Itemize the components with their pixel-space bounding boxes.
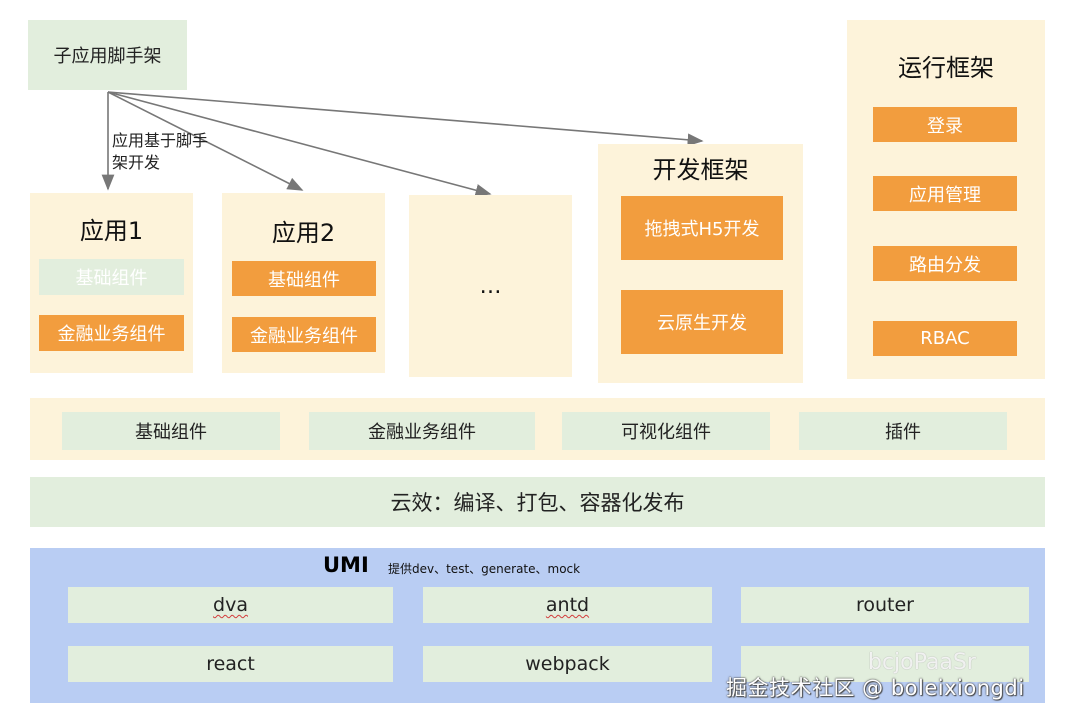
app-chip-basic-disabled: 基础组件: [39, 259, 184, 295]
scaffold-box: 子应用脚手架: [28, 20, 187, 90]
watermark: 掘金技术社区 @ boleixiongdi: [726, 676, 1025, 700]
app-title: 应用1: [79, 217, 144, 245]
umi-item-webpack: webpack: [423, 646, 712, 682]
shared-finance-components: 金融业务组件: [309, 412, 535, 450]
app-card-1: 应用1 基础组件 金融业务组件: [30, 193, 193, 373]
runtime-item-routing: 路由分发: [873, 246, 1017, 281]
ellipsis: …: [479, 273, 502, 299]
dev-framework: 开发框架 拖拽式H5开发 云原生开发: [598, 144, 803, 383]
app-card-more: …: [409, 195, 572, 377]
umi-note: 提供dev、test、generate、mock: [388, 562, 581, 576]
app-title: 应用2: [271, 219, 336, 247]
dev-item-cloud-native: 云原生开发: [621, 290, 783, 354]
dev-item-h5: 拖拽式H5开发: [621, 196, 783, 260]
umi-item-react: react: [68, 646, 393, 682]
app-chip-finance: 金融业务组件: [39, 315, 184, 351]
runtime-framework-title: 运行框架: [898, 54, 994, 82]
dev-framework-title: 开发框架: [652, 156, 749, 184]
umi-item-dva: dva: [68, 587, 393, 623]
runtime-item-login: 登录: [873, 107, 1017, 142]
umi-item-router: router: [741, 587, 1029, 623]
app-chip-finance: 金融业务组件: [232, 317, 376, 352]
runtime-framework: 运行框架 登录 应用管理 路由分发 RBAC: [847, 20, 1045, 379]
app-chip-basic: 基础组件: [232, 261, 376, 296]
shared-basic-components: 基础组件: [62, 412, 280, 450]
umi-item-blank: [741, 646, 1029, 682]
scaffold-title: 子应用脚手架: [53, 46, 162, 67]
umi-item-label: webpack: [525, 653, 610, 675]
umi-label: UMI: [323, 553, 369, 577]
ci-label: 云效：编译、打包、容器化发布: [390, 491, 685, 515]
umi-item-label: dva: [213, 594, 248, 616]
ci-band: 云效：编译、打包、容器化发布: [30, 477, 1045, 527]
watermark-ghost-text: bcjoPaaSr: [868, 650, 976, 675]
umi-item-label: router: [855, 594, 914, 616]
shared-plugins: 插件: [799, 412, 1007, 450]
scaffold-note: 应用基于脚手架开发: [112, 131, 209, 172]
app-card-2: 应用2 基础组件 金融业务组件: [222, 193, 385, 373]
umi-item-antd: antd: [423, 587, 712, 623]
runtime-item-app-management: 应用管理: [873, 176, 1017, 211]
umi-item-label: react: [206, 653, 255, 675]
umi-item-label: antd: [545, 594, 590, 616]
shared-visual-components: 可视化组件: [562, 412, 770, 450]
runtime-item-rbac: RBAC: [873, 321, 1017, 356]
